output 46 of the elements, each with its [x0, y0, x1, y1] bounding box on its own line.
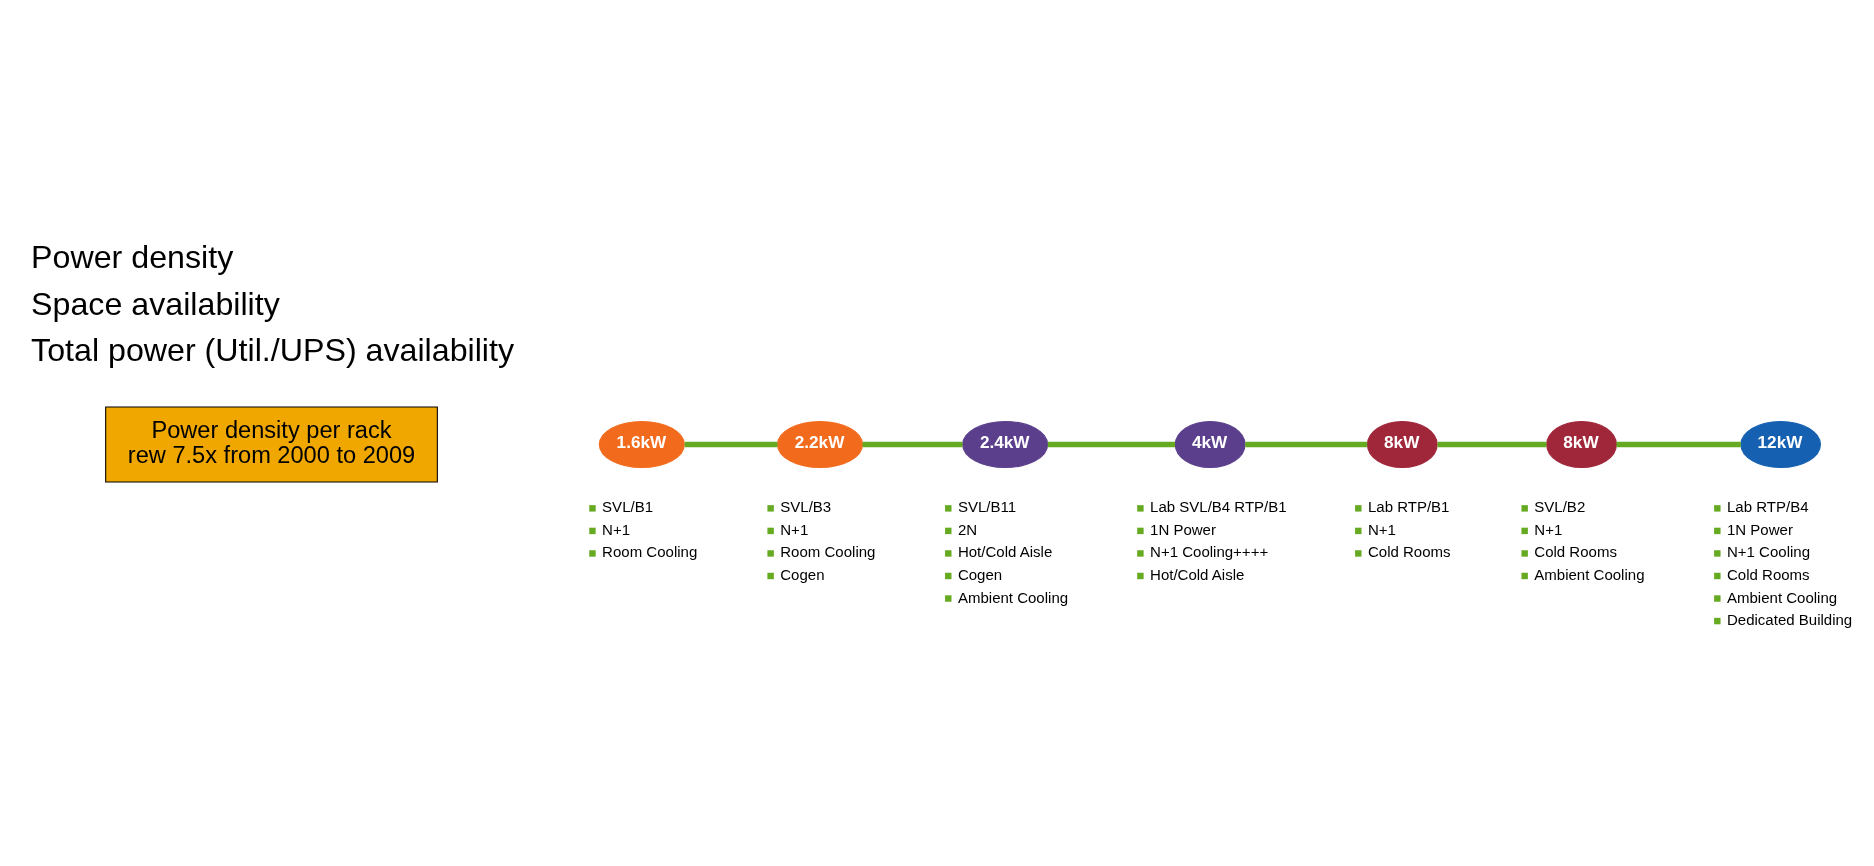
node-label: N+1 — [1534, 520, 1563, 538]
node-label: Cold Rooms — [1367, 542, 1451, 560]
label: Power density — [31, 238, 234, 275]
connector — [1047, 441, 1175, 447]
node-ellipse: 12kW — [1740, 420, 1821, 468]
label: Total power (Util./UPS) availability — [31, 331, 515, 368]
connector — [1245, 441, 1368, 447]
node-label: Ambient Cooling — [1534, 565, 1645, 583]
node-ellipse: 8kW — [1546, 420, 1617, 468]
node-label: 2N — [957, 520, 978, 538]
node-ellipse: 1.6kW — [598, 420, 685, 468]
node-ellipse: 8kW — [1366, 420, 1438, 468]
node-label: Room Cooling — [780, 542, 876, 560]
node-label: Room Cooling — [602, 542, 698, 560]
connector — [1437, 441, 1547, 447]
node-label: SVL/B2 — [1534, 497, 1586, 515]
node-label: Lab RTP/B4 — [1726, 497, 1809, 515]
node-box: Power density per rack rew 7.5x from 2000 to 2009 — [105, 405, 438, 483]
node-ellipse: 4kW — [1174, 420, 1246, 468]
node-label: SVL/B11 — [957, 497, 1017, 515]
node-label: Cold Rooms — [1534, 542, 1617, 560]
node-label: Cogen — [780, 565, 825, 583]
node-label: N+1 Cooling++++ — [1150, 542, 1269, 560]
node-label: Hot/Cold Aisle — [957, 542, 1053, 560]
node-label: N+1 Cooling — [1726, 542, 1811, 560]
node-ellipse: 2.2kW — [776, 420, 864, 468]
node-label: 1N Power — [1726, 520, 1793, 538]
node-label: Cogen — [957, 565, 1003, 583]
node-label: Hot/Cold Aisle — [1150, 565, 1245, 583]
node-label: SVL/B3 — [780, 497, 832, 515]
node-label: Ambient Cooling — [1726, 588, 1838, 605]
node-label: Dedicated Building — [1726, 610, 1853, 628]
node-label: Lab RTP/B1 — [1367, 497, 1450, 515]
node-label: N+1 — [1367, 520, 1396, 538]
node-label: 1N Power — [1150, 520, 1216, 538]
node-label: N+1 — [602, 520, 631, 538]
node-label: Cold Rooms — [1726, 565, 1810, 583]
label: Space availability — [31, 285, 280, 322]
node-label: Ambient Cooling — [957, 588, 1069, 605]
node-label: Lab SVL/B4 RTP/B1 — [1150, 497, 1287, 515]
node-label: SVL/B1 — [602, 497, 654, 515]
node-label: N+1 — [780, 520, 809, 538]
connector — [684, 441, 778, 447]
connector — [1616, 441, 1741, 447]
connector — [862, 441, 963, 447]
node-ellipse: 2.4kW — [962, 420, 1049, 468]
